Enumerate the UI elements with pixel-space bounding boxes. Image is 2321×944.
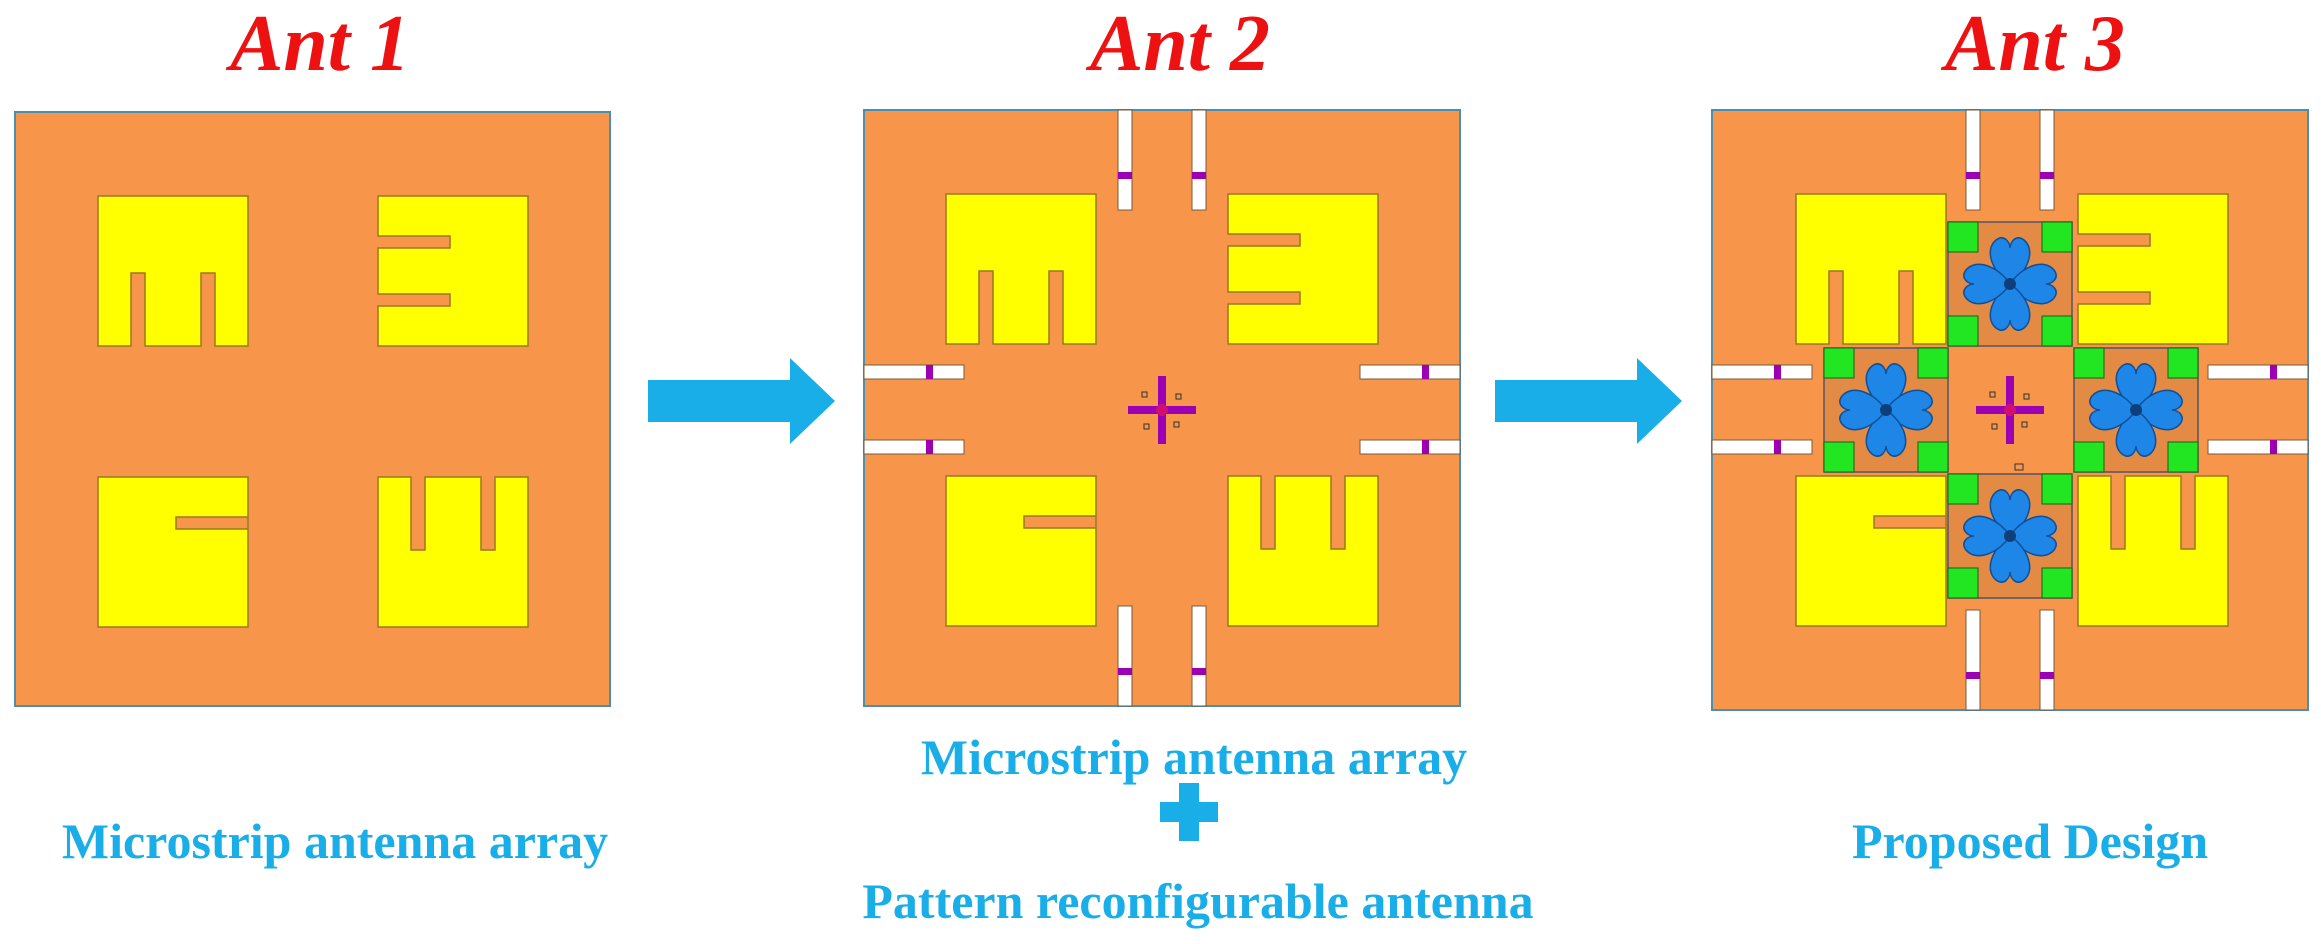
ant1-title: Ant 1 [225,0,410,88]
ant3-patch-w [2077,475,2229,627]
right-arrow-icon [648,358,835,444]
ant3-clover-element [1823,347,1949,473]
ant2-caption-bottom: Pattern reconfigurable antenna [862,873,1533,929]
ant3-slot [2207,439,2309,455]
ant3-clover-element [2073,347,2199,473]
panel-ant1: Ant 1 Microstrip antenna array [14,0,611,869]
ant1-patch-w [377,476,529,628]
plus-icon [1160,783,1218,841]
ant1-caption: Microstrip antenna array [62,813,608,869]
ant2-patch-m [945,193,1097,345]
ant3-slot [1711,439,1813,455]
ant2-slot [863,439,965,455]
ant3-small-pad [2014,463,2024,471]
ant3-patch-e [1795,475,1947,627]
ant3-slot [2039,609,2055,711]
ant2-slot [1359,364,1461,380]
ant3-slot [2207,364,2309,380]
ant2-slot [1191,109,1207,211]
ant2-title: Ant 2 [1085,0,1270,88]
ant3-patch-3 [2077,193,2229,345]
ant2-slot [1359,439,1461,455]
ant3-slot [1711,364,1813,380]
ant3-slot [1965,609,1981,711]
ant3-slot [2039,109,2055,211]
ant2-patch-w [1227,475,1379,627]
ant2-slot [1191,605,1207,707]
ant2-patch-3 [1227,193,1379,345]
ant1-patch-3 [377,195,529,347]
ant1-patch-m [97,195,249,347]
ant3-title: Ant 3 [1940,0,2125,88]
ant3-clover-element [1947,473,2073,599]
ant3-clover-element [1947,221,2073,347]
ant2-patch-e [945,475,1097,627]
ant3-patch-m [1795,193,1947,345]
ant2-caption-top: Microstrip antenna array [921,729,1467,785]
ant2-slot [1117,605,1133,707]
ant2-slot [1117,109,1133,211]
ant3-slot [1965,109,1981,211]
ant3-caption: Proposed Design [1852,813,2208,869]
panel-ant2: Ant 2 Microstrip antenna array Pattern r… [862,0,1533,929]
panel-ant3: Ant 3 Proposed Design [1711,0,2309,869]
right-arrow-icon [1495,358,1682,444]
ant1-patch-e [97,476,249,628]
ant2-slot [863,364,965,380]
